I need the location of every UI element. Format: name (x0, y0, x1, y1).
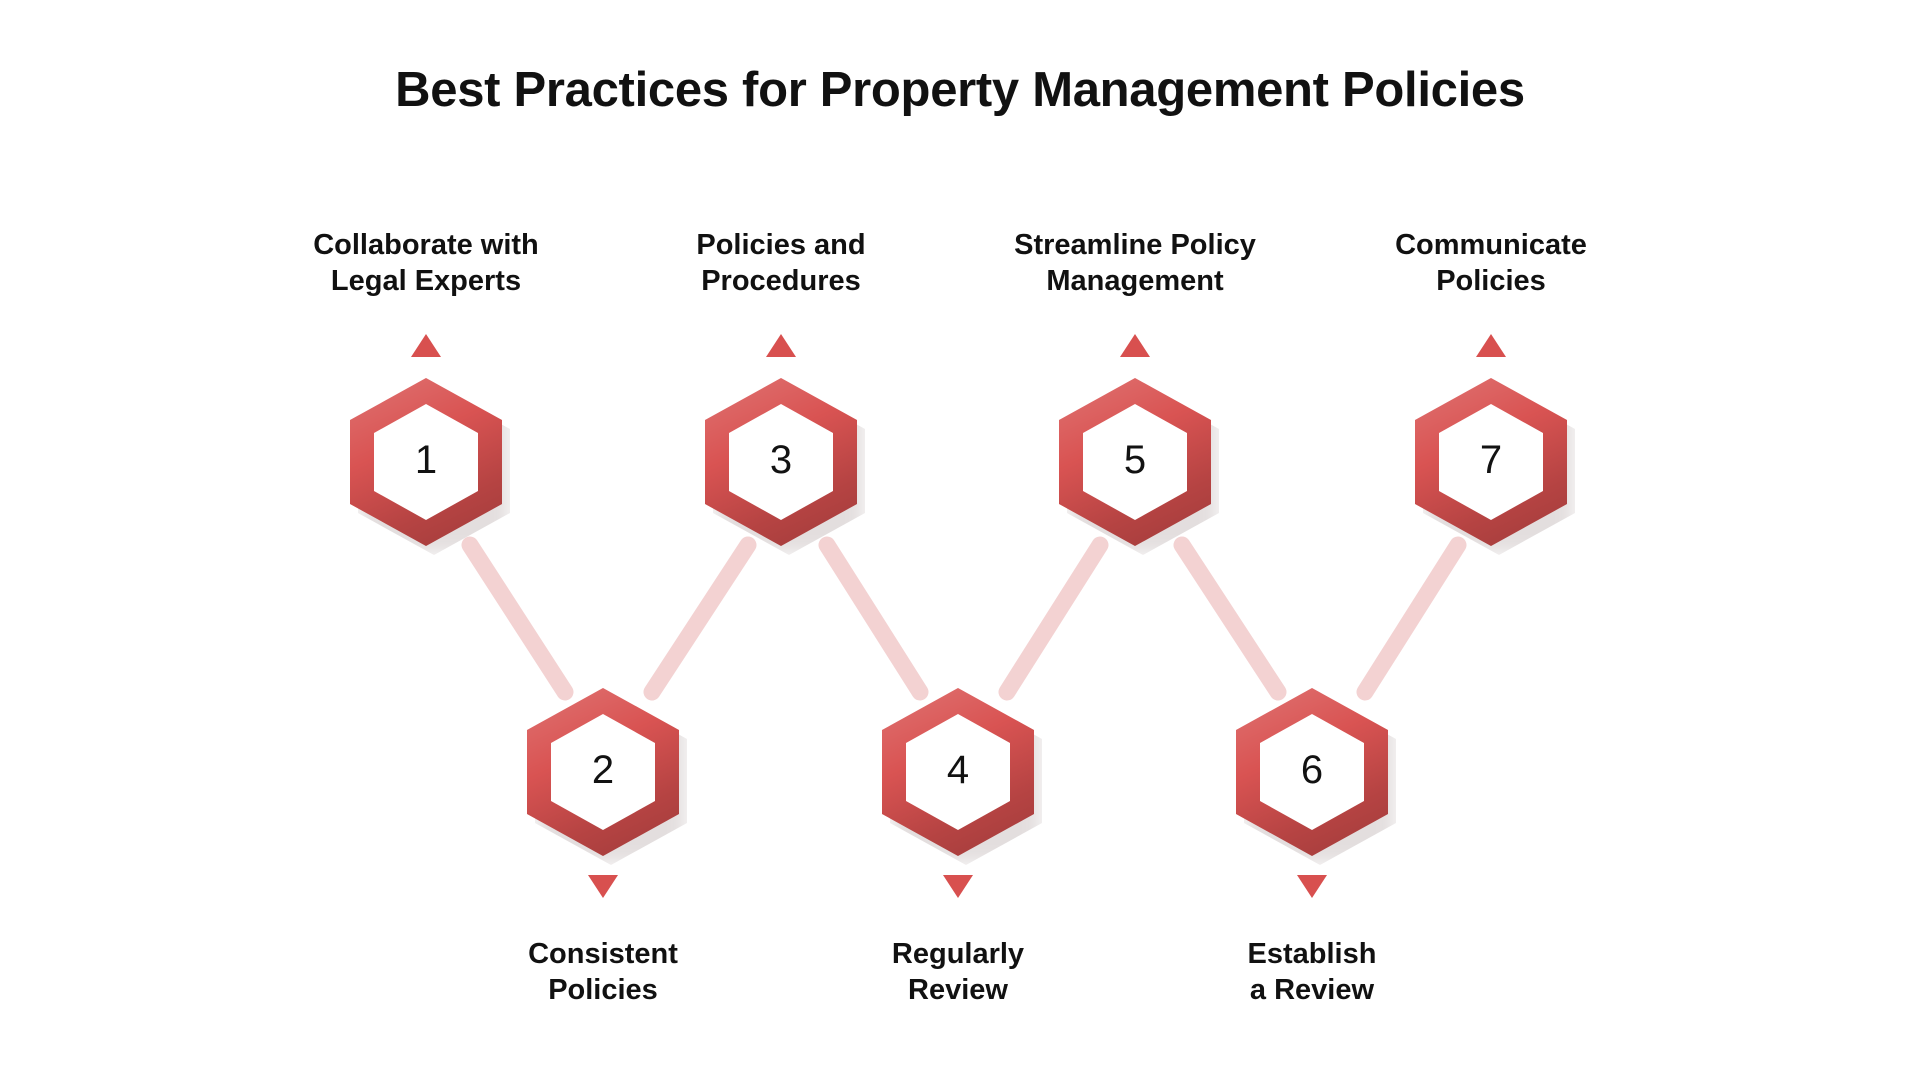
node-label-3: Policies and Procedures (611, 228, 951, 300)
node-label-line2: a Review (1249, 973, 1375, 1006)
node-label-line1: Collaborate with (313, 229, 539, 261)
node-label-line1: Establish (1247, 938, 1377, 970)
node-number: 5 (1123, 438, 1147, 482)
marker-triangle-up-5 (1120, 334, 1150, 357)
page-title: Best Practices for Property Management P… (395, 63, 1525, 117)
connector-2-3 (643, 536, 757, 701)
node-label-line1: Regularly (891, 938, 1025, 970)
node-hexagon-5[interactable]: 5 (1059, 378, 1227, 555)
node-label-line1: Consistent (528, 938, 678, 970)
node-hexagon-3[interactable]: 3 (705, 378, 873, 555)
node-label-4: Regularly Review (788, 937, 1128, 1009)
node-label-7: Communicate Policies (1321, 228, 1661, 300)
node-number: 3 (769, 438, 793, 482)
connector-4-5 (998, 536, 1109, 701)
node-label-line1: Communicate (1395, 229, 1587, 261)
node-label-6: Establish a Review (1142, 937, 1482, 1009)
marker-triangle-down-2 (588, 875, 618, 898)
node-hexagon-4[interactable]: 4 (882, 688, 1050, 865)
connector-1-2 (461, 536, 574, 701)
node-label-line2: Policies (1436, 264, 1546, 297)
node-number: 7 (1479, 438, 1503, 482)
node-label-5: Streamline Policy Management (965, 228, 1305, 300)
node-label-line2: Management (1046, 264, 1224, 297)
node-label-line2: Procedures (701, 264, 861, 297)
connector-3-4 (818, 536, 929, 701)
marker-triangle-down-4 (943, 875, 973, 898)
connector-5-6 (1173, 536, 1287, 701)
node-number: 6 (1300, 748, 1324, 792)
node-label-line2: Review (908, 973, 1008, 1006)
hexagon-inner: 7 (1439, 404, 1543, 520)
hexagon-inner: 5 (1083, 404, 1187, 520)
marker-triangle-down-6 (1297, 875, 1327, 898)
node-label-line2: Policies (548, 973, 658, 1006)
node-hexagon-6[interactable]: 6 (1236, 688, 1404, 865)
node-hexagon-7[interactable]: 7 (1415, 378, 1583, 555)
node-label-2: Consistent Policies (433, 937, 773, 1009)
node-label-line2: Legal Experts (330, 264, 522, 297)
node-label-line1: Policies and (696, 229, 866, 261)
hexagon-inner: 1 (374, 404, 478, 520)
marker-triangle-up-3 (766, 334, 796, 357)
node-number: 4 (946, 748, 970, 792)
node-number: 2 (591, 748, 615, 792)
marker-triangle-up-7 (1476, 334, 1506, 357)
marker-triangle-up-1 (411, 334, 441, 357)
connector-6-7 (1356, 536, 1467, 701)
node-number: 1 (414, 438, 438, 482)
node-hexagon-2[interactable]: 2 (527, 688, 695, 865)
node-hexagon-1[interactable]: 1 (350, 378, 518, 555)
node-label-1: Collaborate with Legal Experts (256, 228, 596, 300)
hexagon-inner: 6 (1260, 714, 1364, 830)
node-label-line1: Streamline Policy (1014, 229, 1256, 261)
